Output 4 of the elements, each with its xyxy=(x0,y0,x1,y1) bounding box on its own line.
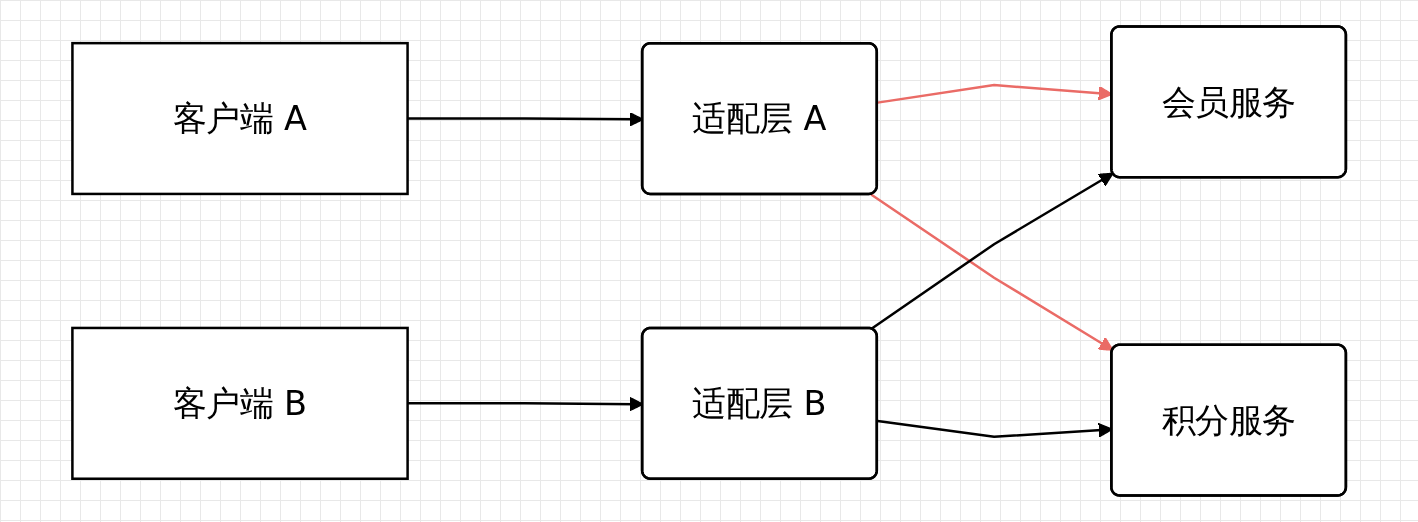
arrow xyxy=(870,172,1114,331)
arrow xyxy=(870,193,1114,351)
node-box: 客户端 B xyxy=(71,326,409,481)
node-box: 客户端 A xyxy=(71,41,409,196)
